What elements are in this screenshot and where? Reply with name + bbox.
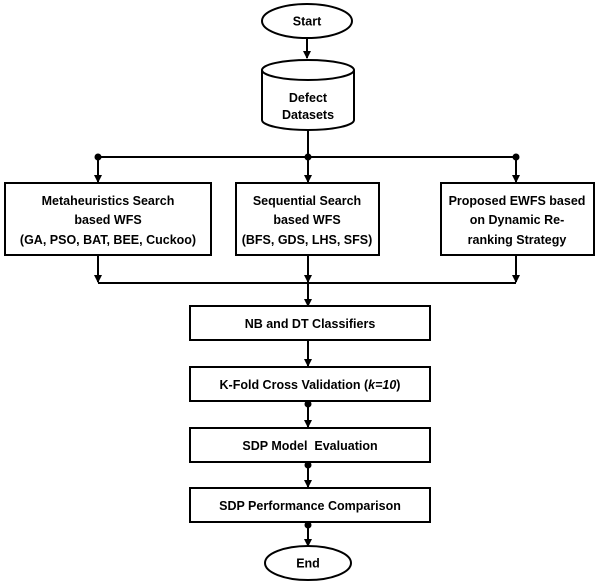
start-label: Start [293,15,322,29]
ewfs-line1: Proposed EWFS based [449,194,586,208]
sequential-line1: Sequential Search [253,194,361,208]
comparison-label: SDP Performance Comparison [219,499,401,513]
performance-comparison-node: SDP Performance Comparison [189,487,431,523]
sequential-line3: (BFS, GDS, LHS, SFS) [242,233,373,247]
sequential-line2: based WFS [273,213,340,227]
junction-dot [304,461,312,469]
kfold-label-prefix: K-Fold Cross Validation ( [220,378,369,392]
ewfs-line2: on Dynamic Re- [470,213,564,227]
sequential-search-node: Sequential Search based WFS (BFS, GDS, L… [235,182,380,256]
kfold-validation-node: K-Fold Cross Validation (k=10) [189,366,431,402]
kfold-label-k: k=10 [368,378,396,392]
metaheuristics-line2: based WFS [74,213,141,227]
metaheuristics-search-node: Metaheuristics Search based WFS (GA, PSO… [4,182,212,256]
model-evaluation-node: SDP Model Evaluation [189,427,431,463]
end-label: End [296,557,320,571]
classifiers-node: NB and DT Classifiers [189,305,431,341]
junction-dot [304,400,312,408]
end-node: End [264,545,352,581]
ewfs-line3: ranking Strategy [468,233,567,247]
kfold-label: K-Fold Cross Validation (k=10) [220,378,401,392]
junction-dot [304,521,312,529]
kfold-label-suffix: ) [396,378,400,392]
metaheuristics-line1: Metaheuristics Search [42,194,175,208]
start-node: Start [261,3,353,39]
classifiers-label: NB and DT Classifiers [245,317,376,331]
defect-datasets-node: Defect Datasets [261,59,355,131]
proposed-ewfs-node: Proposed EWFS based on Dynamic Re- ranki… [440,182,595,256]
datasets-label-line2: Datasets [282,108,334,122]
metaheuristics-line3: (GA, PSO, BAT, BEE, Cuckoo) [20,233,196,247]
evaluation-label: SDP Model Evaluation [242,439,377,453]
datasets-label-line1: Defect [289,91,328,105]
